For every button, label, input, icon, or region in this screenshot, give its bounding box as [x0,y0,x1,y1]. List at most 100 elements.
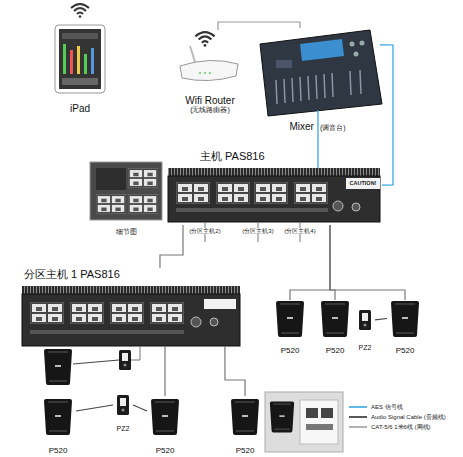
speaker: P520 [147,396,183,456]
xlr-jack [210,318,218,326]
caution-plate [346,178,380,189]
speaker-icon [321,301,349,337]
screen-fader [77,46,80,74]
legend-row: Audio Signal Cable (音频线) [348,412,446,422]
node-label: PZ2 [117,425,130,433]
mixer-knob [354,52,359,57]
router-body [180,60,238,80]
node-label: iPad [70,103,90,114]
node-sublabel: (调音台) [320,124,346,132]
detail-port [321,408,333,418]
mixer-buttons [276,60,292,68]
cable-connector [330,225,335,300]
aes-cable [317,110,318,168]
cable-connector [218,22,300,30]
mixer-screen [300,39,344,61]
mixer-console: Mixer(调音台) [255,28,380,132]
screen-bar [62,33,98,39]
mixer-knob [360,41,365,46]
zone-host: 分区主机 1 PAS816 [20,268,242,346]
port-group [294,182,328,204]
legend-row: AES 信号线 [348,402,446,412]
cable-connector [76,405,113,411]
cable-connector [133,405,147,411]
speaker-icon [391,301,419,337]
port-group [128,168,158,187]
speaker: P520 [387,300,423,356]
speaker-icon [44,349,72,385]
detail-image: 细节图 [88,160,164,236]
node-label: 分区主机 1 PAS816 [24,268,120,280]
wifi-router: Wifi Router(无线路由器) [170,30,250,114]
rack-strip [176,208,328,212]
node-sublabel: (无线路由器) [190,106,230,114]
legend-text: Audio Signal Cable (音频线) [371,413,446,422]
rack-strip [30,330,184,334]
node-label: P520 [396,347,415,356]
node-label: PZ2 [359,344,372,352]
mixer-fader [276,70,361,104]
screen-fader [84,54,87,74]
audio-cable [140,346,141,360]
rack-body [168,176,380,222]
node-label: P520 [156,447,175,456]
volume-panel-icon [119,350,131,370]
volume-panel-icon [117,395,129,415]
legend-line [349,406,367,408]
rack-vent [168,168,380,176]
port-group [176,182,210,204]
caution-plate [204,299,236,309]
screen-fader [63,44,66,74]
legend-line [349,426,367,428]
speaker-icon [151,399,179,435]
port-label: (分区主机2) [188,228,221,234]
detail-photo [265,392,343,452]
legend-sample [348,414,368,420]
port-label: (分区主机3) [241,228,274,234]
legend-row: CAT-5/6 1米6线 (网线) [348,422,446,432]
node-label: P520 [281,347,300,356]
speaker: P520 [40,396,76,456]
detail-port [306,408,318,418]
speaker-icon [270,401,294,432]
speaker: P520 [317,300,353,356]
speaker: P520 [272,300,308,356]
detail-terminal [306,424,333,430]
node-label: Wifi Router [185,95,234,106]
screen-fader [91,48,94,74]
router-led [199,72,201,74]
rack-body [22,294,240,346]
legend-text: CAT-5/6 1米6线 (网线) [371,423,431,432]
node-label: 主机 PAS816 [200,150,265,162]
xlr-jack [333,201,343,211]
volume-panel: PZ2 [355,308,375,352]
screen-bar [62,78,98,85]
audio-cable [131,360,140,361]
cable-connector [290,225,330,300]
port-group [254,182,288,204]
cable-connector [225,346,245,396]
legend-sample [348,424,368,430]
detail-photo [90,162,162,220]
cable-connector [164,346,165,396]
cable-connector [330,225,405,300]
speaker-icon [276,301,304,337]
node-label: P520 [326,347,345,356]
speaker-icon [231,399,259,435]
mixer-knob [350,42,355,47]
node-label: P520 [49,447,68,456]
speaker: P520 [227,396,263,456]
detail-panel [96,168,126,190]
port-group [150,302,184,324]
port-group [110,302,144,324]
xlr-jack [352,203,360,211]
ipad-screen [59,29,101,89]
port-group [128,194,158,213]
screen-fader [70,50,73,74]
cable-connector [375,318,387,319]
port-group [96,194,126,213]
legend-sample [348,404,368,410]
cable-connector [380,45,393,185]
mixer-body [260,30,382,116]
wifi-icon [195,32,214,47]
